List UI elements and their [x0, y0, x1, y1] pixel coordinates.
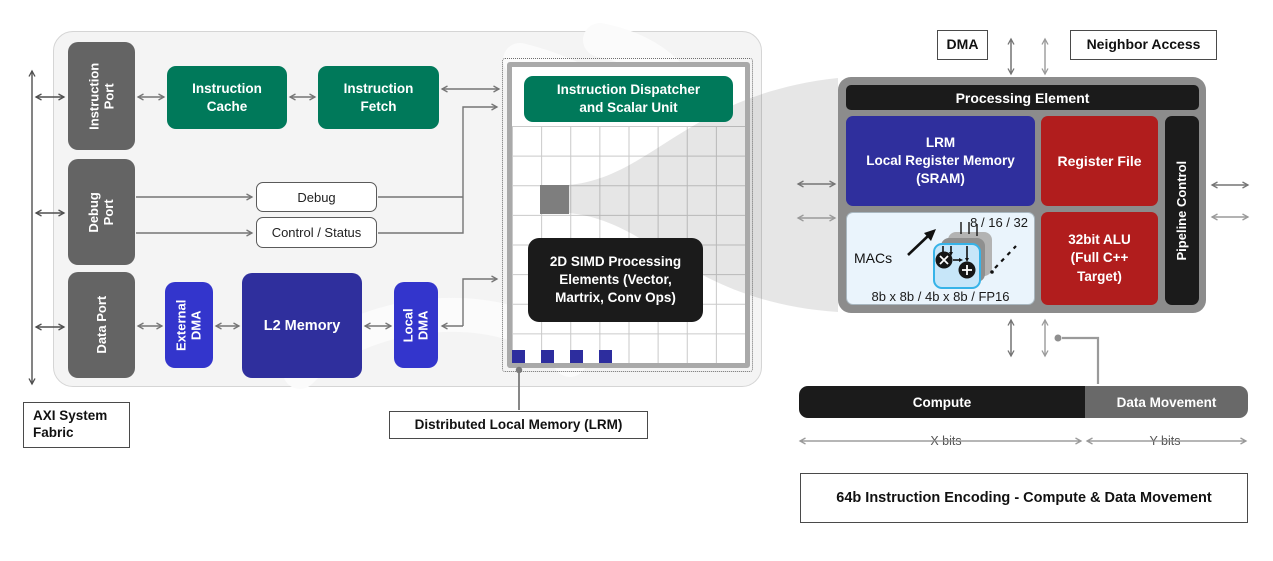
- lrm-cell: [512, 350, 525, 363]
- mac-formats-label: 8b x 8b / 4b x 8b / FP16: [871, 289, 1010, 304]
- alu-box: 32bit ALU (Full C++ Target): [1041, 212, 1158, 305]
- lrm-sram-box: LRM Local Register Memory (SRAM): [846, 116, 1035, 206]
- l2-memory: L2 Memory: [242, 273, 362, 378]
- neighbor-access-label: Neighbor Access: [1070, 30, 1217, 60]
- processing-element-title: Processing Element: [846, 85, 1199, 110]
- lrm-cell: [599, 350, 612, 363]
- encoding-connector: [1054, 334, 1100, 384]
- pipeline-control-label: Pipeline Control: [1174, 160, 1190, 261]
- data-port: Data Port: [68, 272, 135, 378]
- external-dma-label: External DMA: [173, 299, 204, 351]
- data-movement-field: Data Movement: [1085, 386, 1248, 418]
- lrm-cell: [570, 350, 583, 363]
- lrm-cell: [541, 350, 554, 363]
- distributed-lrm-label: Distributed Local Memory (LRM): [389, 411, 648, 439]
- simd-processing-elements-label: 2D SIMD Processing Elements (Vector, Mar…: [528, 238, 703, 322]
- instruction-fetch: Instruction Fetch: [318, 66, 439, 129]
- axi-system-fabric-label: AXI System Fabric: [23, 402, 130, 448]
- instruction-port: Instruction Port: [68, 42, 135, 150]
- pipeline-control-box: Pipeline Control: [1165, 116, 1199, 305]
- pe-top-arrows: [1007, 37, 1049, 76]
- macs-label: MACs: [854, 250, 893, 266]
- x-bits-label: X bits: [916, 433, 976, 450]
- mac-widths-label: 8 / 16 / 32: [970, 215, 1028, 230]
- debug-port-label: Debug Port: [86, 191, 117, 233]
- debug-box: Debug: [256, 182, 377, 212]
- local-dma-label: Local DMA: [400, 308, 431, 342]
- compute-field: Compute: [799, 386, 1085, 418]
- debug-port: Debug Port: [68, 159, 135, 265]
- local-dma: Local DMA: [394, 282, 438, 368]
- instruction-encoding-label: 64b Instruction Encoding - Compute & Dat…: [800, 473, 1248, 523]
- y-bits-label: Y bits: [1135, 433, 1195, 450]
- external-dma: External DMA: [165, 282, 213, 368]
- selected-pe-cell: [540, 185, 569, 214]
- pe-array-frame: [507, 62, 750, 368]
- instruction-cache: Instruction Cache: [167, 66, 287, 129]
- data-port-label: Data Port: [93, 296, 109, 354]
- instruction-port-label: Instruction Port: [86, 62, 117, 130]
- pe-bottom-arrows: [1007, 318, 1049, 358]
- pe-array-dotted-border: [502, 58, 753, 372]
- control-status-box: Control / Status: [256, 217, 377, 248]
- dma-label: DMA: [937, 30, 988, 60]
- register-file-box: Register File: [1041, 116, 1158, 206]
- instruction-dispatcher: Instruction Dispatcher and Scalar Unit: [524, 76, 733, 122]
